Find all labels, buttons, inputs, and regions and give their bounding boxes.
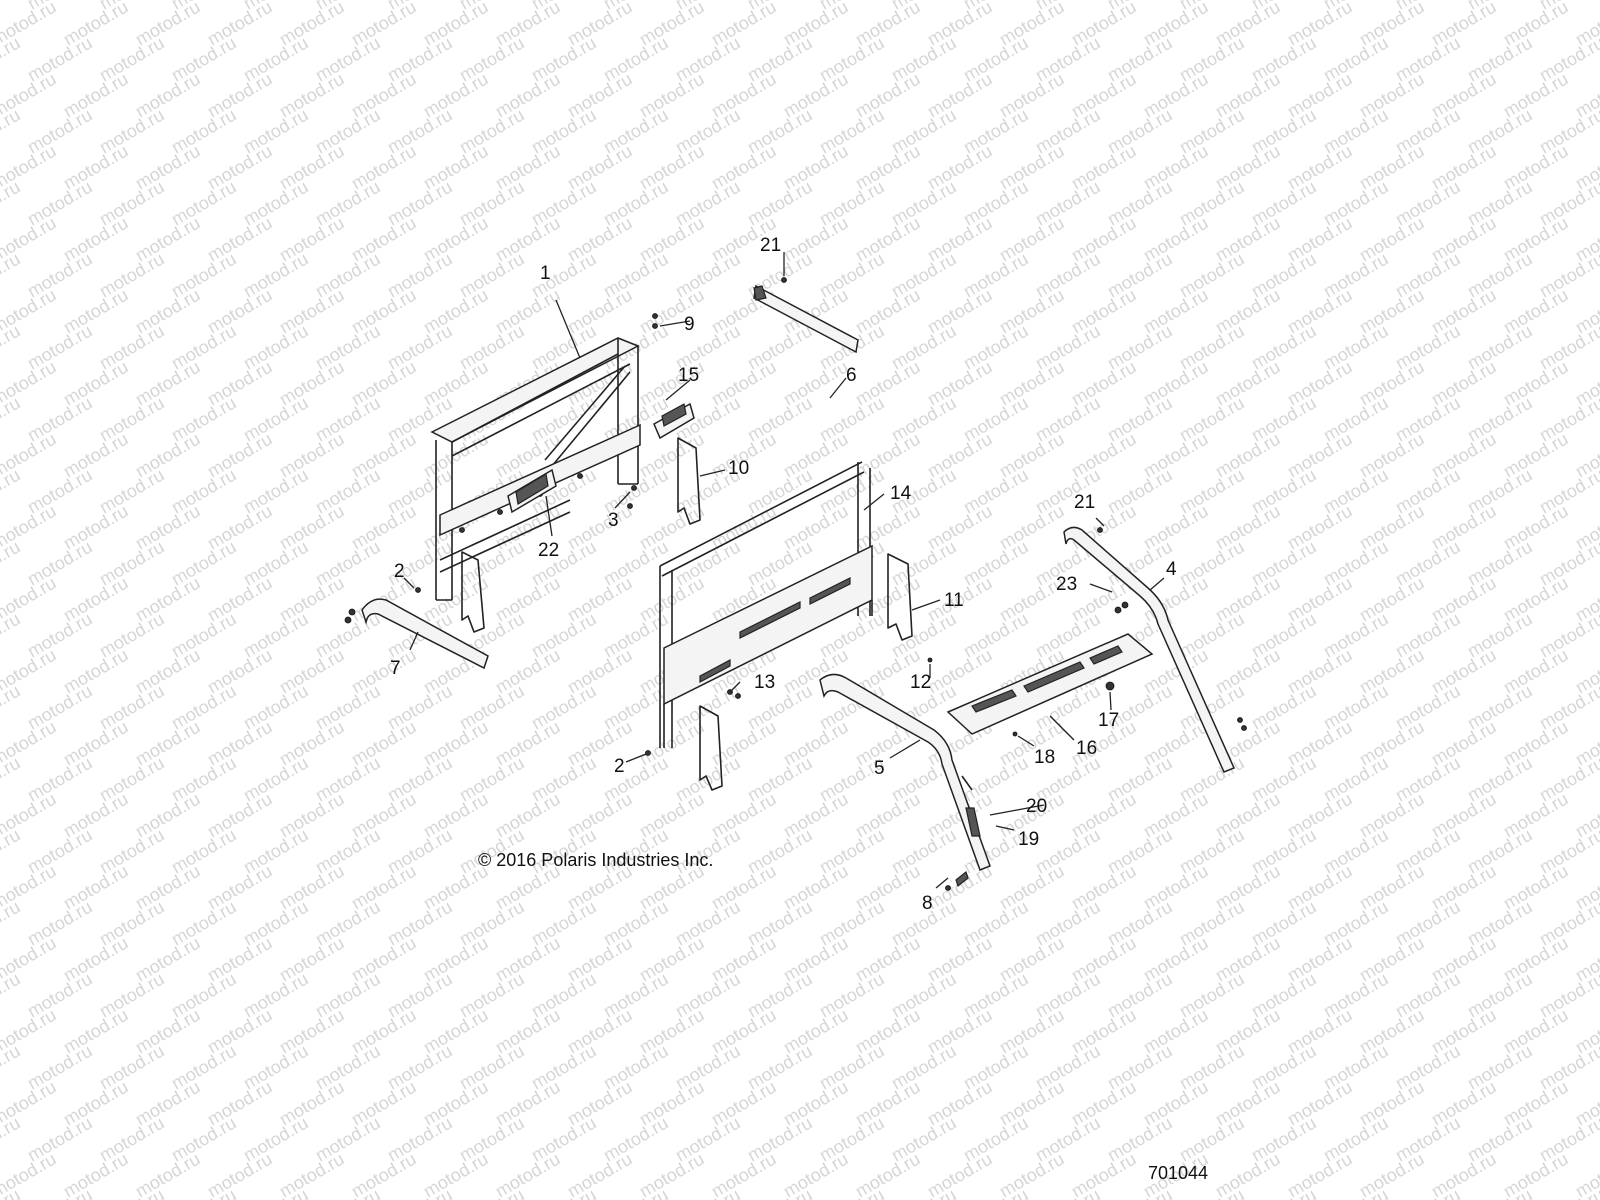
leader-lines: [403, 252, 1165, 889]
watermark-text: motod.ru: [0, 681, 24, 734]
callout-6: 6: [846, 365, 857, 386]
callout-labels: 1 2 2 3 4 5 6 7 8 9 10 11 12 13 14 15 16…: [390, 235, 1177, 914]
watermark-text: motod.ru: [1032, 1185, 1104, 1200]
bracket-10: [677, 437, 701, 525]
callout-11: 11: [944, 590, 964, 611]
callout-5: 5: [874, 758, 885, 779]
watermark-text: motod.ru: [888, 1185, 960, 1200]
watermark-text: motod.ru: [1464, 1185, 1536, 1200]
watermark-text: motod.ru: [0, 33, 24, 86]
watermark-text: motod.ru: [0, 465, 24, 518]
watermark-text: motod.ru: [744, 1185, 816, 1200]
callout-15: 15: [678, 365, 699, 386]
callout-12: 12: [910, 672, 931, 693]
watermark-text: motod.ru: [168, 1185, 240, 1200]
callout-19: 19: [1018, 829, 1039, 850]
callout-18: 18: [1034, 747, 1055, 768]
watermark-text: motod.ru: [1392, 1185, 1464, 1200]
watermark-text: motod.ru: [456, 1185, 528, 1200]
callout-14: 14: [890, 483, 912, 504]
roof-rail-6: [753, 284, 859, 354]
watermark-text: motod.ru: [528, 1185, 600, 1200]
callout-21-right: 21: [1074, 492, 1095, 513]
callout-1: 1: [540, 263, 551, 284]
watermark-text: motod.ru: [240, 1185, 312, 1200]
callout-21-top: 21: [760, 235, 781, 256]
watermark-text: motod.ru: [24, 1185, 96, 1200]
watermark-text: motod.ru: [384, 1185, 456, 1200]
watermark-text: motod.ru: [1176, 1185, 1248, 1200]
bracket-11: [887, 553, 913, 641]
callout-16: 16: [1076, 738, 1097, 759]
watermark-text: motod.ru: [816, 1185, 888, 1200]
watermark-text: motod.ru: [0, 1041, 24, 1094]
watermark-text: motod.ru: [1320, 1185, 1392, 1200]
callout-9: 9: [684, 314, 695, 335]
watermark-text: motod.ru: [1248, 1185, 1320, 1200]
hardware: [415, 277, 1129, 891]
watermark-text: motod.ru: [0, 537, 24, 590]
watermark-text: motod.ru: [960, 1185, 1032, 1200]
bracket-left-lower: [461, 551, 485, 633]
watermark-text: motod.ru: [312, 1185, 384, 1200]
cross-support-16: [946, 633, 1154, 735]
callout-13: 13: [754, 672, 775, 693]
callout-8: 8: [922, 893, 933, 914]
watermark-text: motod.ru: [0, 1113, 24, 1166]
watermark-text: motod.ru: [0, 969, 24, 1022]
watermark-text: motod.ru: [0, 393, 24, 446]
watermark-text: motod.ru: [0, 0, 24, 13]
callout-22: 22: [538, 540, 559, 561]
watermark-text: motod.ru: [0, 753, 24, 806]
watermark-text: motod.ru: [0, 321, 24, 374]
left-tube-7: [344, 598, 489, 670]
callout-7: 7: [390, 658, 401, 679]
callout-4: 4: [1166, 559, 1177, 580]
watermark-text: motod.ru: [0, 249, 24, 302]
diagram-number: 701044: [1148, 1163, 1209, 1183]
callout-20: 20: [1026, 796, 1047, 817]
grab-handle-lower: [507, 468, 557, 514]
watermark-text: motod.ru: [672, 1185, 744, 1200]
watermark-text: motod.ru: [0, 825, 24, 878]
callout-3: 3: [608, 510, 619, 531]
callout-23: 23: [1056, 574, 1077, 595]
bracket-center-lower: [699, 705, 723, 791]
copyright-notice: © 2016 Polaris Industries Inc.: [478, 850, 714, 870]
watermark-text: motod.ru: [600, 1185, 672, 1200]
watermark-text: motod.ru: [96, 1185, 168, 1200]
right-tube-4: [1063, 526, 1247, 773]
watermark-text: motod.ru: [0, 177, 24, 230]
watermark-text: motod.ru: [0, 897, 24, 950]
center-frame-14: [659, 461, 873, 748]
watermark-text: motod.ru: [1104, 1185, 1176, 1200]
grab-handle-upper: [653, 402, 695, 440]
callout-10: 10: [728, 458, 749, 479]
callout-17: 17: [1098, 710, 1119, 731]
watermark-text: motod.ru: [0, 609, 24, 662]
callout-2-left: 2: [394, 561, 405, 582]
callout-2-center: 2: [614, 756, 625, 777]
watermark-text: motod.ru: [0, 105, 24, 158]
